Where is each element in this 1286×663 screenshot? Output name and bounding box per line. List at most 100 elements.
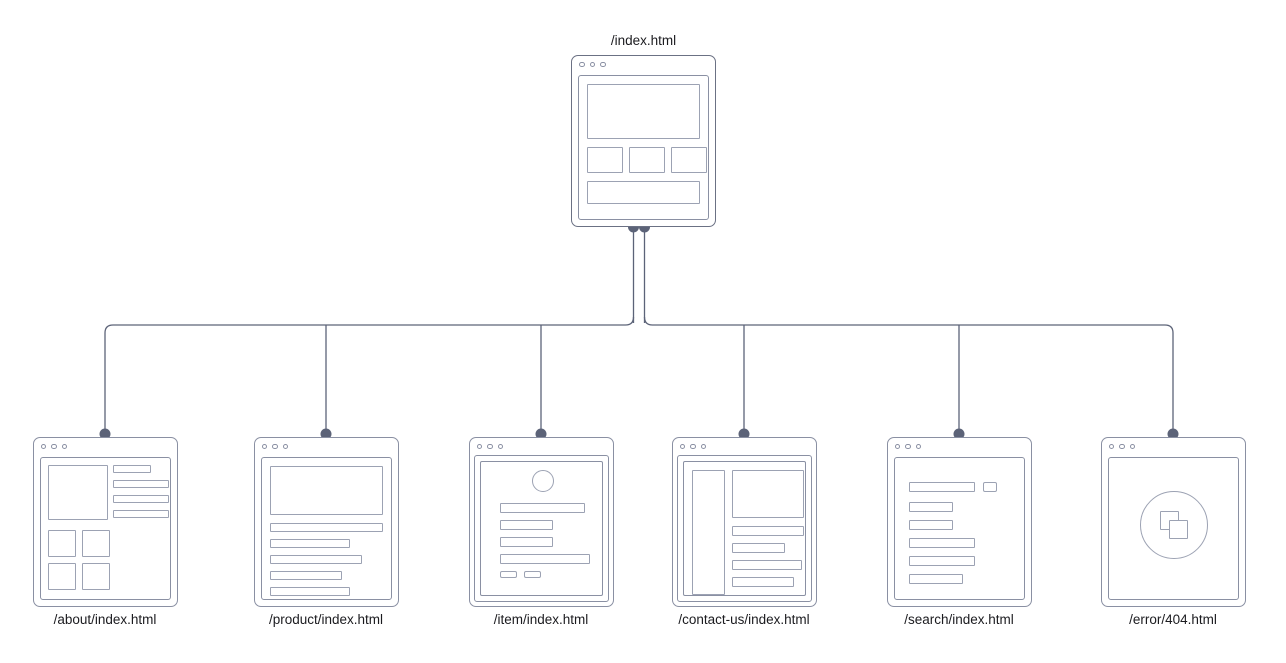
window-dot-minimize-icon — [487, 443, 493, 450]
window-dot-minimize-icon — [51, 443, 57, 450]
product-hero — [269, 466, 383, 515]
search-result-2 — [908, 520, 953, 530]
product-line-2 — [269, 539, 350, 548]
search-result-4 — [908, 556, 975, 566]
node-search[interactable]: /search/index.html — [874, 437, 1044, 628]
viewport-index — [578, 75, 709, 220]
titlebar-contact-us — [673, 438, 816, 455]
content-about — [41, 458, 170, 599]
titlebar-product — [255, 438, 398, 455]
titlebar-index — [572, 56, 715, 73]
content-item — [481, 462, 602, 595]
viewport-contact-outer — [676, 455, 812, 602]
node-label-search: /search/index.html — [904, 612, 1014, 627]
viewport-item-outer — [473, 455, 609, 602]
viewport-error-404 — [1107, 457, 1239, 600]
node-label-index: /index.html — [610, 33, 677, 48]
window-dot-close-icon — [476, 443, 482, 450]
card-right — [671, 147, 707, 173]
item-button-1 — [499, 571, 517, 578]
browser-frame-error-404 — [1100, 437, 1246, 607]
contact-field-1 — [731, 526, 804, 536]
about-line-4 — [112, 510, 169, 518]
browser-frame-index — [571, 55, 716, 227]
window-dot-close-icon — [894, 443, 900, 450]
window-dot-close-icon — [679, 443, 685, 450]
search-result-3 — [908, 538, 975, 548]
node-label-contact-us: /contact-us/index.html — [678, 612, 810, 627]
node-contact-us[interactable]: /contact-us/index.html — [659, 437, 829, 628]
item-button-2 — [523, 571, 541, 578]
browser-frame-item — [468, 437, 614, 607]
item-avatar-circle — [531, 470, 554, 492]
product-line-1 — [269, 523, 383, 532]
hero-block — [587, 84, 700, 139]
connector-bus-left — [104, 316, 635, 437]
window-dot-close-icon — [579, 61, 585, 68]
item-line-2 — [499, 520, 553, 530]
content-contact-us — [684, 462, 805, 595]
window-dot-close-icon — [40, 443, 46, 450]
window-dot-minimize-icon — [589, 61, 595, 68]
item-line-3 — [499, 537, 553, 547]
about-tile-3 — [47, 563, 76, 590]
node-product[interactable]: /product/index.html — [241, 437, 411, 628]
card-center — [629, 147, 665, 173]
node-label-about: /about/index.html — [53, 612, 157, 627]
content-product — [262, 458, 391, 599]
node-label-error-404: /error/404.html — [1129, 612, 1217, 627]
about-line-2 — [112, 480, 169, 488]
titlebar-search — [888, 438, 1031, 455]
window-dot-maximize-icon — [61, 443, 67, 450]
window-dot-minimize-icon — [905, 443, 911, 450]
search-button — [982, 482, 997, 492]
window-dot-minimize-icon — [1119, 443, 1125, 450]
about-line-1 — [112, 465, 151, 473]
item-line-1 — [499, 503, 585, 513]
item-line-4 — [499, 554, 590, 564]
contact-map-block — [731, 470, 804, 518]
node-label-product: /product/index.html — [268, 612, 384, 627]
contact-field-4 — [731, 577, 794, 587]
contact-field-3 — [731, 560, 802, 570]
window-dot-maximize-icon — [915, 443, 921, 450]
window-dot-maximize-icon — [700, 443, 706, 450]
browser-frame-about — [32, 437, 178, 607]
window-dot-close-icon — [261, 443, 267, 450]
window-dot-minimize-icon — [690, 443, 696, 450]
node-about[interactable]: /about/index.html — [20, 437, 190, 628]
node-item[interactable]: /item/index.html — [456, 437, 626, 628]
contact-field-2 — [731, 543, 785, 553]
browser-frame-search — [886, 437, 1032, 607]
titlebar-item — [470, 438, 613, 455]
titlebar-error-404 — [1102, 438, 1245, 455]
viewport-product — [260, 457, 392, 600]
window-dot-close-icon — [1108, 443, 1114, 450]
footer-bar — [587, 181, 700, 204]
viewport-item-inner — [479, 461, 603, 596]
window-dot-minimize-icon — [272, 443, 278, 450]
card-left — [587, 147, 623, 173]
connector-bus-right — [643, 316, 1174, 437]
window-dot-maximize-icon — [600, 61, 606, 68]
browser-frame-contact-us — [671, 437, 817, 607]
viewport-about — [39, 457, 171, 600]
about-image — [47, 465, 108, 520]
about-line-3 — [112, 495, 169, 503]
contact-sidebar — [691, 470, 725, 595]
node-error-404[interactable]: /error/404.html — [1088, 437, 1258, 628]
content-index — [579, 76, 708, 219]
search-input — [908, 482, 975, 492]
about-tile-1 — [47, 530, 76, 557]
product-line-4 — [269, 571, 342, 580]
about-tile-2 — [81, 530, 110, 557]
node-label-item: /item/index.html — [493, 612, 589, 627]
search-result-1 — [908, 502, 953, 512]
titlebar-about — [34, 438, 177, 455]
browser-frame-product — [253, 437, 399, 607]
node-index[interactable]: /index.html — [561, 33, 726, 227]
window-dot-maximize-icon — [1129, 443, 1135, 450]
viewport-contact-inner — [682, 461, 806, 596]
error-pages-icon-front — [1168, 520, 1188, 539]
